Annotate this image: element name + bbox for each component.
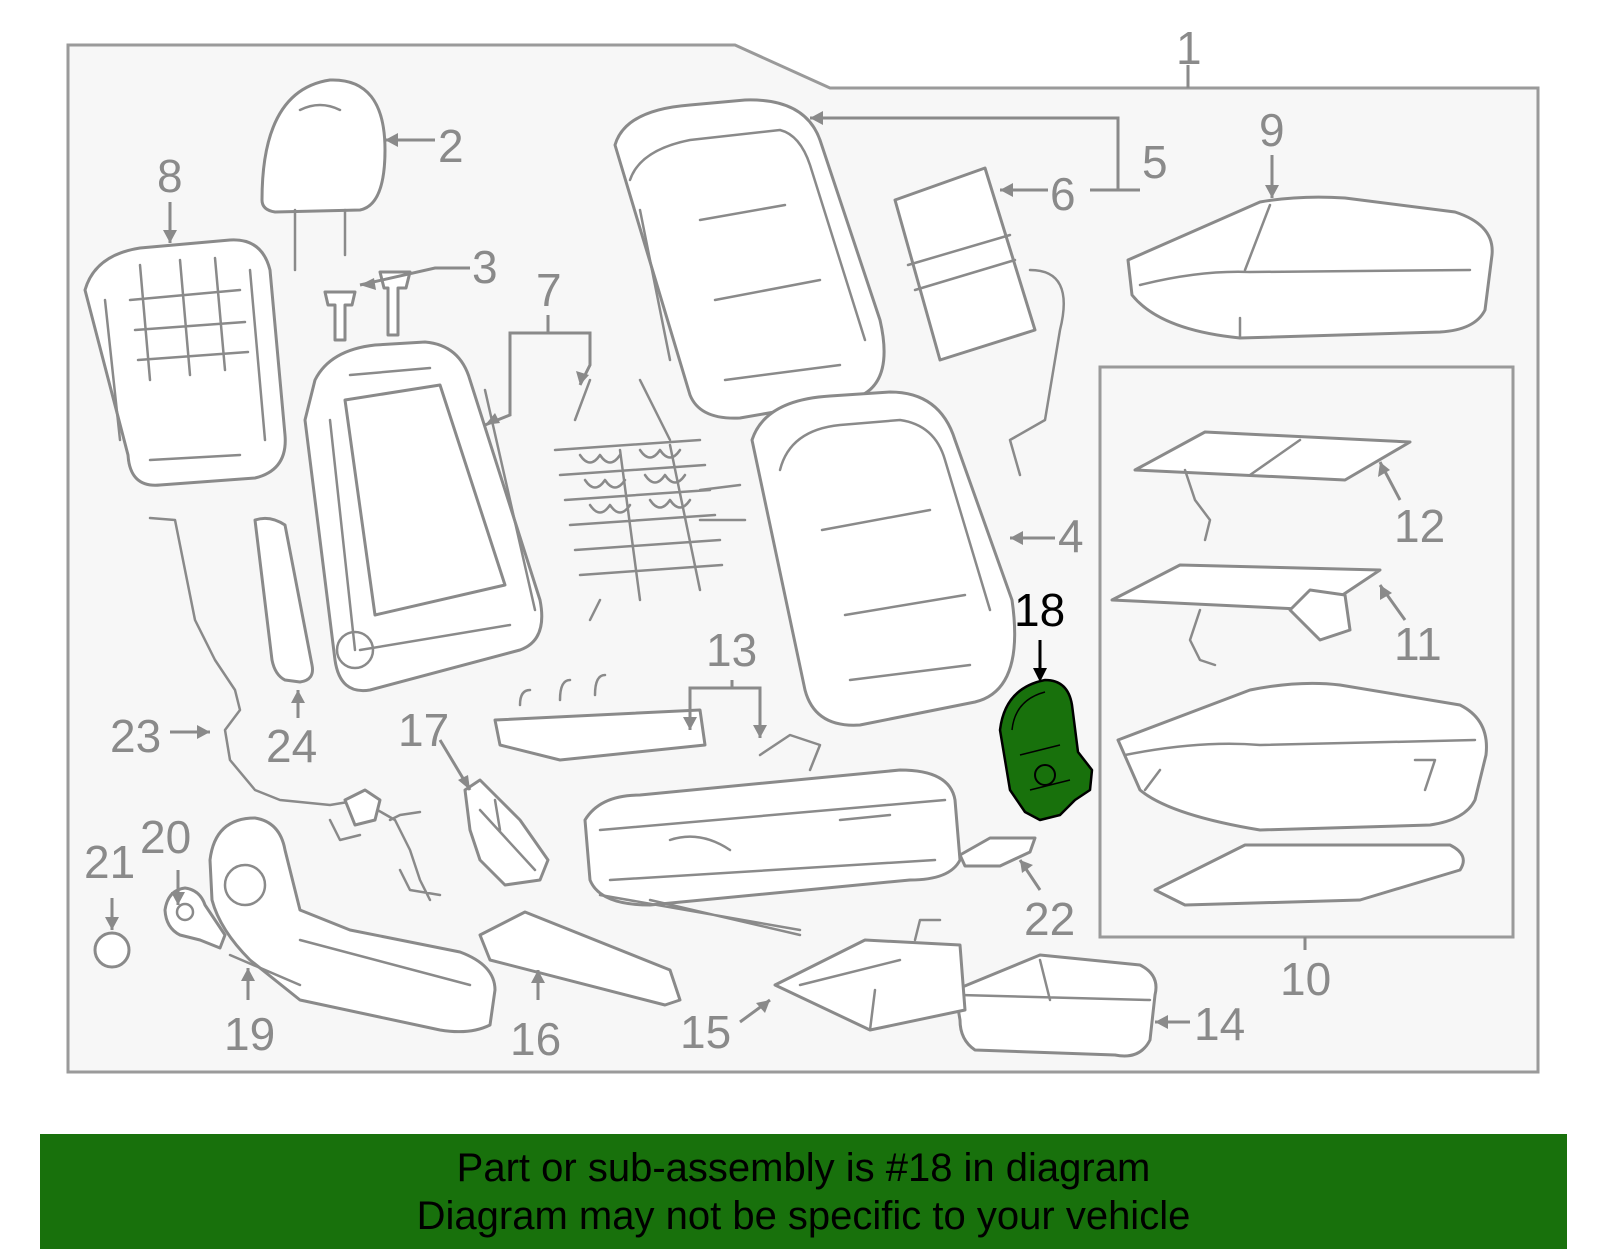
headrest: [260, 78, 387, 272]
callout-3: 3: [472, 241, 498, 293]
outer-side-shield: [208, 816, 497, 1034]
callout-1: 1: [1176, 22, 1202, 74]
callout-15: 15: [680, 1006, 731, 1058]
seatback-pad: [750, 390, 1017, 727]
seat-switch: [958, 836, 1037, 868]
leader-lines: [105, 65, 1407, 1029]
leader-line-18: [1033, 640, 1047, 682]
callout-10: 10: [1280, 953, 1331, 1005]
banner-line-part: Part or sub-assembly is #18 in diagram: [456, 1145, 1151, 1190]
banner-line-disclaimer: Diagram may not be specific to your vehi…: [416, 1193, 1191, 1238]
adjuster-bracket: [773, 918, 967, 1032]
callout-23: 23: [110, 710, 161, 762]
spring-mat: [553, 378, 747, 622]
callout-16: 16: [510, 1013, 561, 1065]
recliner-bracket: [463, 778, 550, 887]
callout-12: 12: [1394, 500, 1445, 552]
callout-9: 9: [1259, 104, 1285, 156]
callout-4: 4: [1058, 510, 1084, 562]
callout-17: 17: [398, 704, 449, 756]
callout-18: 18: [1014, 584, 1065, 636]
callout-6: 6: [1050, 168, 1076, 220]
cushion-side-trim: [478, 910, 682, 1007]
info-banner: Part or sub-assembly is #18 in diagram D…: [40, 1134, 1567, 1249]
trim-cap: [93, 931, 131, 969]
callout-14: 14: [1194, 998, 1245, 1050]
callout-20: 20: [140, 811, 191, 863]
callout-21: 21: [84, 836, 135, 888]
callout-19: 19: [224, 1008, 275, 1060]
callout-11: 11: [1394, 618, 1442, 670]
callout-2: 2: [438, 120, 464, 172]
headrest-guides: [323, 270, 412, 342]
callout-13: 13: [706, 624, 757, 676]
callout-numbers: 1 2 3 4 5 6 7 8 9 10 11 12 13 14 15 16 1…: [84, 22, 1445, 1065]
seat-parts-diagram: 1 2 3 4 5 6 7 8 9 10 11 12 13 14 15 16 1…: [66, 22, 1540, 1074]
seatback-heater-pad: [893, 166, 1065, 477]
cushion-heater-mat: [1133, 430, 1412, 542]
storage-tray: [953, 953, 1158, 1058]
seatback-side-panel: [253, 516, 314, 684]
callout-8: 8: [157, 150, 183, 202]
callout-24: 24: [266, 720, 317, 772]
back-panel: [83, 238, 287, 487]
callout-7: 7: [536, 264, 562, 316]
callout-5: 5: [1142, 136, 1168, 188]
cushion-cover: [1126, 195, 1494, 340]
seat-adjuster: [493, 673, 962, 937]
cushion-pad: [1116, 681, 1488, 907]
highlighted-part-18: [998, 678, 1094, 822]
seatback-frame: [303, 340, 544, 693]
callout-22: 22: [1024, 893, 1075, 945]
wiring-harness: [148, 516, 442, 902]
seatback-cover: [613, 98, 886, 420]
cushion-sensor-mat: [1110, 563, 1382, 667]
